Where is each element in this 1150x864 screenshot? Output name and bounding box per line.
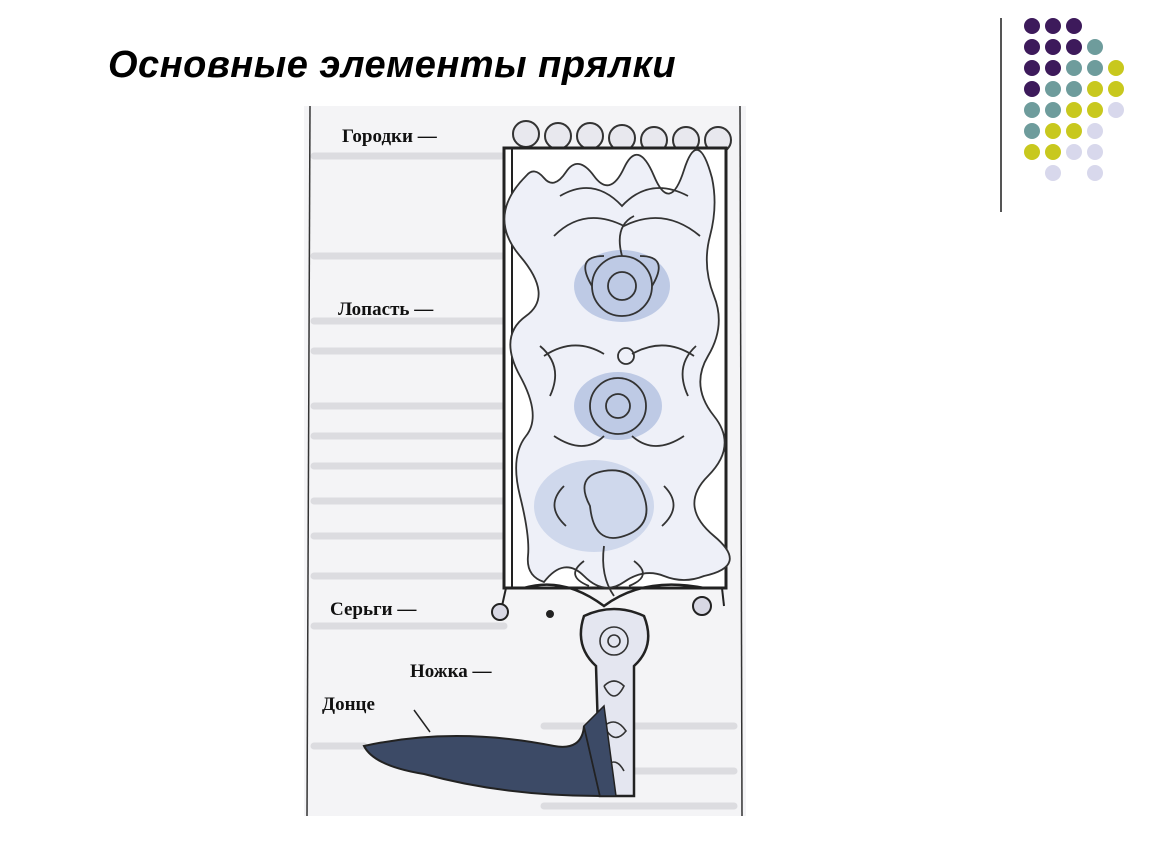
decor-dot <box>1087 165 1103 181</box>
decor-dot <box>1087 123 1103 139</box>
decor-dot <box>1024 18 1040 34</box>
decor-dot <box>1024 39 1040 55</box>
decor-dot <box>1087 39 1103 55</box>
decor-dot <box>1087 144 1103 160</box>
decor-dot <box>1066 123 1082 139</box>
decor-dot <box>1024 60 1040 76</box>
decor-divider-line <box>1000 18 1002 212</box>
decor-dot <box>1108 81 1124 97</box>
background-text-lines <box>310 152 738 810</box>
decor-dot <box>1066 39 1082 55</box>
decor-dot <box>1066 81 1082 97</box>
decor-dot <box>1045 165 1061 181</box>
decor-dot <box>1087 102 1103 118</box>
decor-dot-grid <box>1024 18 1124 181</box>
decor-dot <box>1045 39 1061 55</box>
page-edge-left <box>306 106 311 816</box>
decor-dot <box>1024 123 1040 139</box>
decor-dot <box>1045 144 1061 160</box>
label-gorodki: Городки — <box>342 126 437 147</box>
spinning-wheel-figure: Городки — Лопасть — Серьги — Ножка — Дон… <box>304 106 746 816</box>
decor-dot <box>1066 144 1082 160</box>
sergi-pendants <box>491 596 712 621</box>
label-lopast: Лопасть — <box>338 299 434 320</box>
decor-dot <box>1087 60 1103 76</box>
spinning-wheel-drawing <box>306 106 743 816</box>
decor-dot <box>1045 81 1061 97</box>
decor-dot <box>1066 102 1082 118</box>
decor-dot <box>1045 60 1061 76</box>
slide-title: Основные элементы прялки <box>108 44 677 86</box>
decor-dot <box>1087 81 1103 97</box>
label-dontse: Донце <box>322 694 375 715</box>
decor-dot <box>1045 123 1061 139</box>
decor-dot <box>1024 81 1040 97</box>
floral-ornament <box>539 187 701 597</box>
decor-dot <box>1108 102 1124 118</box>
label-sergi: Серьги — <box>330 599 417 620</box>
dontse-base <box>362 725 602 798</box>
decor-dot <box>1024 144 1040 160</box>
nozhka-leg <box>579 607 650 798</box>
label-nozhka: Ножка — <box>410 661 492 682</box>
page-edge-right <box>739 106 743 816</box>
decor-dot <box>1045 102 1061 118</box>
decor-dot <box>1066 18 1082 34</box>
decor-dot <box>1045 18 1061 34</box>
decor-dot <box>1108 60 1124 76</box>
decor-dot <box>1066 60 1082 76</box>
decor-dot <box>1024 102 1040 118</box>
